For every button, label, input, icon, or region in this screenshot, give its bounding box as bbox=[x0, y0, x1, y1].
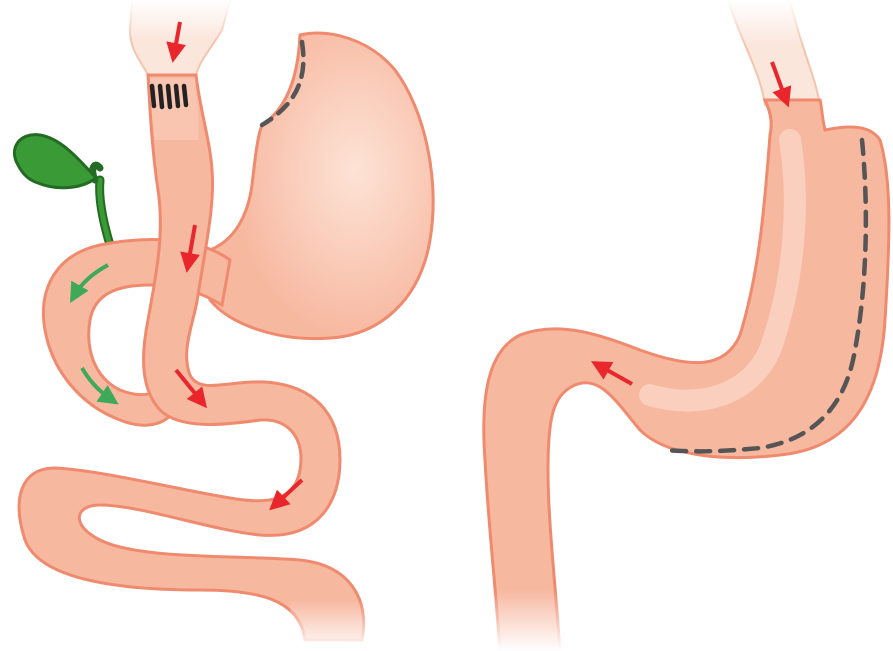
esophagus bbox=[120, 0, 240, 75]
gastric-bypass-panel bbox=[14, 0, 433, 651]
gallbladder bbox=[14, 135, 110, 245]
stomach-remnant bbox=[210, 33, 433, 339]
sleeve-stomach bbox=[484, 100, 889, 651]
sleeve-gastrectomy-panel bbox=[480, 0, 889, 651]
